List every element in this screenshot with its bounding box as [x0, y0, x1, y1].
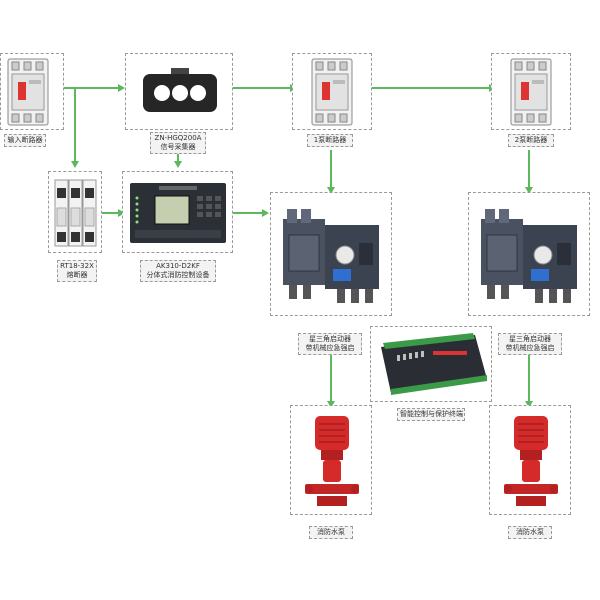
starter1-box	[270, 192, 392, 316]
arrow-to-starter1	[262, 209, 269, 217]
connector-collector-to-breaker1	[233, 87, 291, 89]
connector-input-to-collector	[63, 87, 119, 89]
arrow-to-pump2	[525, 401, 533, 408]
pump1-image	[305, 416, 359, 506]
controller-box	[122, 171, 233, 253]
arrow-to-collector	[118, 84, 125, 92]
pump2-breaker-image	[510, 58, 552, 126]
fuse-box	[48, 171, 102, 253]
arrow-fuse-to-controller	[118, 209, 125, 217]
connector-breaker1-to-breaker2	[372, 87, 490, 89]
starter1-label: 星三角启动器 带机械应急强启	[298, 333, 362, 355]
pump1-breaker-box	[292, 53, 372, 130]
connector-breaker2-to-starter2	[528, 150, 530, 188]
pump2-breaker-label: 2泵断路器	[508, 134, 554, 147]
signal-collector-box	[125, 53, 233, 130]
starter2-image	[481, 209, 577, 303]
terminal-box	[370, 326, 492, 402]
fuse-image	[54, 179, 97, 247]
starter2-box	[468, 192, 590, 316]
pump1-box	[290, 405, 372, 515]
controller-label: AK310-D2KF 分体式消防控制设备	[140, 260, 216, 282]
pump1-breaker-label: 1泵断路器	[307, 134, 353, 147]
input-breaker-box	[0, 53, 64, 130]
terminal-label: 智能控制与保护终端	[397, 408, 465, 421]
connector-starter2-to-pump2	[528, 352, 530, 402]
connector-breaker1-to-starter1	[330, 150, 332, 188]
arrow-breaker2-to-starter2	[525, 187, 533, 194]
arrow-breaker1-to-starter1	[327, 187, 335, 194]
connector-collector-to-controller	[177, 150, 179, 162]
pump2-breaker-box	[491, 53, 571, 130]
connector-input-to-fuse	[74, 88, 76, 162]
input-breaker-image	[7, 58, 49, 126]
arrow-to-fuse	[71, 161, 79, 168]
connector-starter1-to-pump1	[330, 352, 332, 402]
pump2-box	[489, 405, 571, 515]
connector-fuse-to-controller	[101, 212, 120, 214]
starter1-image	[283, 209, 379, 303]
pump1-breaker-image	[311, 58, 353, 126]
controller-image	[130, 183, 226, 243]
starter2-label: 星三角启动器 带机械应急强启	[498, 333, 562, 355]
terminal-image	[381, 333, 487, 395]
signal-collector-image	[143, 68, 217, 112]
pump1-label: 消防水泵	[309, 526, 353, 539]
signal-collector-label: ZN-HGQ200A 信号采集器	[150, 132, 206, 154]
input-breaker-label: 输入断路器	[4, 134, 46, 147]
connector-controller-to-starter1	[233, 212, 263, 214]
pump2-image	[504, 416, 558, 506]
pump2-label: 消防水泵	[508, 526, 552, 539]
fuse-label: RT18-32X 熔断器	[57, 260, 97, 282]
arrow-to-controller	[174, 161, 182, 168]
arrow-to-pump1	[327, 401, 335, 408]
